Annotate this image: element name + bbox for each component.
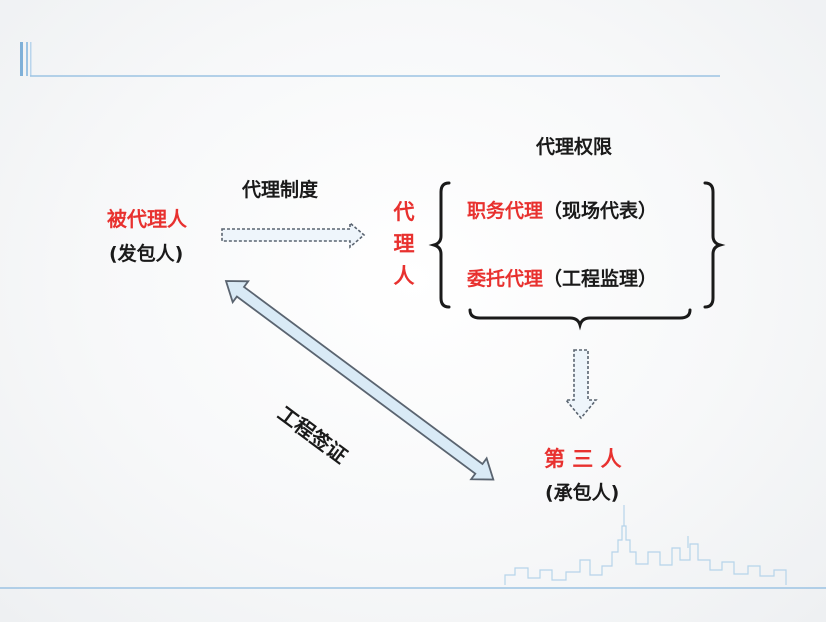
authority-item-entrusted: 委托代理（工程监理） (467, 264, 657, 291)
authority-item-position: 职务代理（现场代表） (467, 196, 657, 223)
authority-title: 代理权限 (536, 136, 613, 158)
authority-item-type: 委托代理 (467, 268, 544, 290)
principal-name: 被代理人 (107, 207, 187, 231)
authority-item-note: （工程监理） (543, 268, 658, 290)
header-frame (20, 42, 720, 77)
right-brace (703, 181, 726, 309)
principal-role: (发包人) (109, 243, 184, 265)
down-arrow (564, 349, 598, 420)
skyline-decoration (504, 505, 787, 585)
agent-char-3: 人 (393, 264, 415, 288)
agent-char-1: 代 (393, 200, 415, 224)
third-party-role: (承包人) (545, 482, 620, 504)
authority-item-type: 职务代理 (467, 200, 544, 222)
agency-system-label: 代理制度 (242, 179, 319, 201)
bottom-brace (468, 308, 692, 331)
agent-char-2: 理 (393, 232, 415, 256)
left-brace (428, 181, 451, 309)
third-party-name: 第 三 人 (544, 447, 622, 471)
authority-item-note: （现场代表） (543, 200, 658, 222)
agent-vertical-label: 代 理 人 (389, 196, 419, 292)
visa-double-arrow (224, 280, 495, 481)
agency-arrow (221, 221, 366, 249)
